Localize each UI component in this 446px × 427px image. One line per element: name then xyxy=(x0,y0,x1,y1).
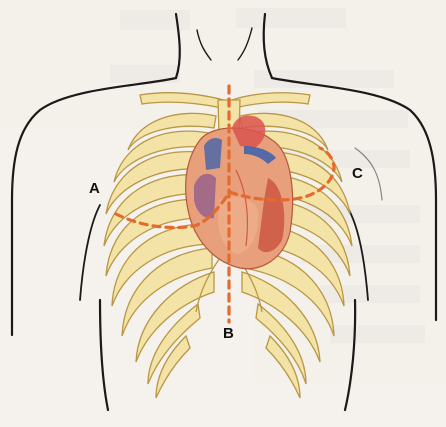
label-a: A xyxy=(89,180,100,197)
vena-cava xyxy=(204,138,222,170)
label-c: C xyxy=(352,165,363,182)
label-b: B xyxy=(223,325,234,342)
